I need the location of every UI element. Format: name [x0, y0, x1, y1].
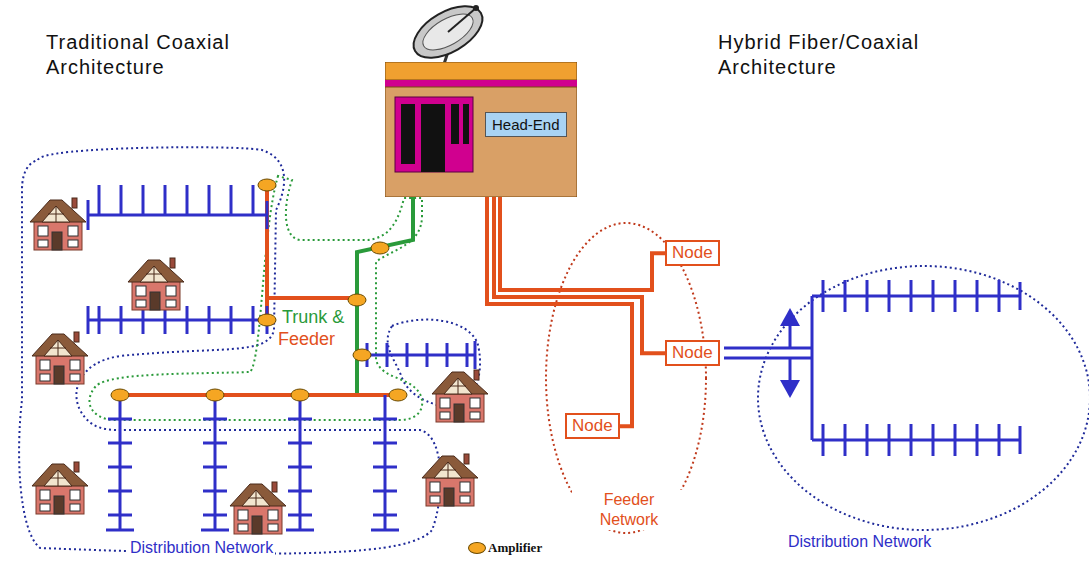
legend-swatch [468, 542, 486, 554]
fiber-node-box: Node [565, 413, 620, 439]
amplifier-symbol [111, 179, 407, 401]
fiber-link [487, 197, 632, 426]
houses [30, 198, 488, 534]
feeder-outline [546, 223, 706, 533]
region-label: Feeder Network [572, 490, 686, 530]
distribution-outline [19, 147, 440, 553]
legend-text: Amplifier [488, 540, 542, 556]
feeder-label: Feeder [276, 328, 337, 351]
head-end-building: Head-End [385, 62, 577, 197]
satellite-dish [405, 0, 491, 72]
trunk-label: Trunk & [280, 306, 346, 329]
fiber-node-box: Node [665, 340, 720, 366]
trunk-outline [89, 176, 422, 420]
section-title: Hybrid Fiber/Coaxial Architecture [716, 30, 1010, 80]
node-label: Node [672, 243, 713, 263]
fiber-node-box: Node [665, 240, 720, 266]
head-end-sign: Head-End [485, 112, 567, 137]
distribution-outline [758, 266, 1089, 530]
fiber-link [494, 197, 665, 353]
node-label: Node [672, 343, 713, 363]
legend-row: Amplifier [468, 540, 542, 556]
distribution-cable [88, 185, 1020, 530]
trunk-cable [357, 197, 413, 395]
fiber-link [500, 197, 665, 290]
section-title: Traditional Coaxial Architecture [44, 30, 298, 80]
region-label: Distribution Network [128, 538, 275, 558]
region-label: Distribution Network [786, 532, 933, 552]
node-label: Node [572, 416, 613, 436]
